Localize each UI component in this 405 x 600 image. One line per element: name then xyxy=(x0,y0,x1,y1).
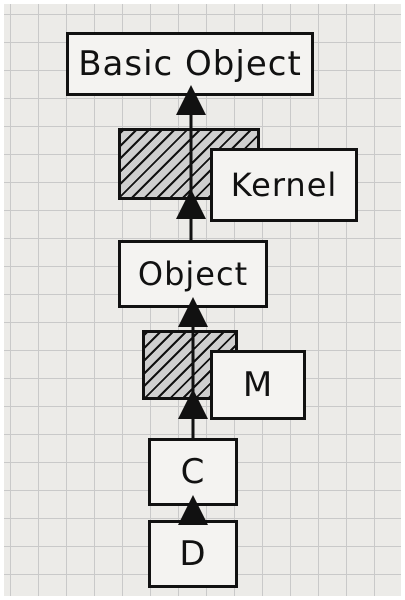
node-c: C xyxy=(148,438,238,506)
node-m: M xyxy=(210,350,306,420)
node-basic-object-label: Basic Object xyxy=(78,44,302,84)
node-kernel-label: Kernel xyxy=(230,166,338,204)
node-d: D xyxy=(148,520,238,588)
node-kernel: Kernel xyxy=(210,148,358,222)
node-object-label: Object xyxy=(137,255,249,293)
graph-paper: Basic Object Kernel Object M C D xyxy=(4,4,401,596)
inheritance-arrows xyxy=(176,85,208,525)
node-d-label: D xyxy=(179,534,207,574)
node-c-label: C xyxy=(180,452,206,492)
node-m-label: M xyxy=(242,365,274,405)
